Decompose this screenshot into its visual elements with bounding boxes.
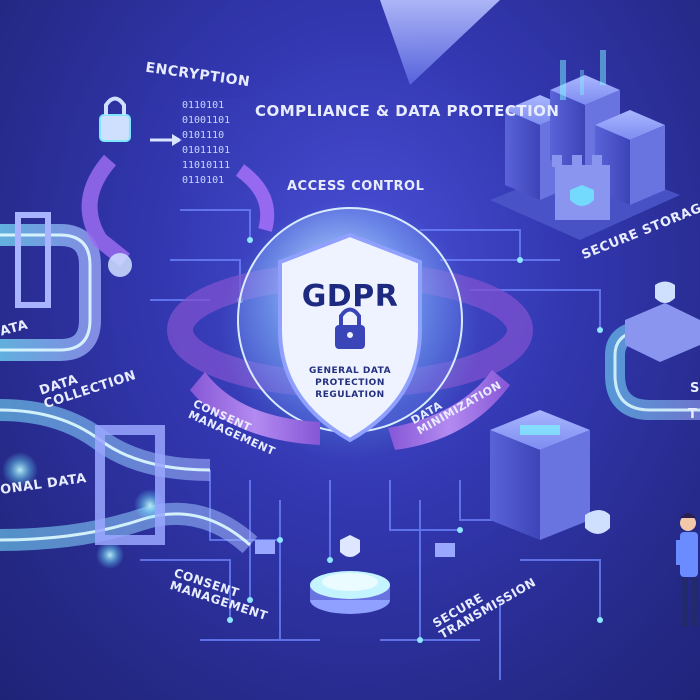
connector-chips: [255, 540, 455, 557]
storage-server-cluster: [490, 50, 680, 240]
padlock-shackle: [104, 96, 126, 115]
page-title: COMPLIANCE & DATA PROTECTION: [255, 102, 560, 120]
shield-icon: [655, 281, 675, 303]
binary-row: 0110101: [182, 175, 225, 186]
shield-icon: [585, 510, 610, 534]
gdpr-acronym: GDPR: [301, 279, 399, 314]
right-label-t: T: [688, 407, 698, 422]
access-control-label: ACCESS CONTROL: [287, 179, 425, 194]
minimization-band: [388, 370, 510, 450]
binary-panel: 0110101 01001101 0101110 01011101 110101…: [182, 98, 252, 188]
transmission-server: [490, 410, 610, 540]
right-label-s: S: [690, 381, 700, 396]
person-figure: [676, 513, 698, 627]
right-server-node: [605, 281, 700, 420]
doorway-frame: [15, 212, 165, 545]
data-node-icon: [108, 253, 132, 277]
triangle-decoration: [380, 0, 500, 85]
shield-icon: [570, 185, 594, 206]
padlock-body: [99, 114, 131, 142]
shield-pedestal: [310, 535, 390, 614]
consent-band: [190, 372, 320, 445]
gdpr-sphere: [220, 200, 480, 460]
shield-icon: [340, 535, 360, 557]
encryption-module: [81, 96, 275, 277]
binary-row: 11010111: [182, 160, 231, 171]
circuit-nodes: [227, 237, 603, 643]
data-pipeline: [0, 224, 258, 569]
binary-row: 0110101: [182, 100, 225, 111]
binary-row: 01001101: [182, 115, 231, 126]
circuit-traces: [140, 209, 601, 680]
binary-row: 01011101: [182, 145, 231, 156]
gdpr-subtitle: GENERAL DATA PROTECTION REGULATION: [308, 366, 392, 400]
binary-row: 0101110: [182, 130, 225, 141]
